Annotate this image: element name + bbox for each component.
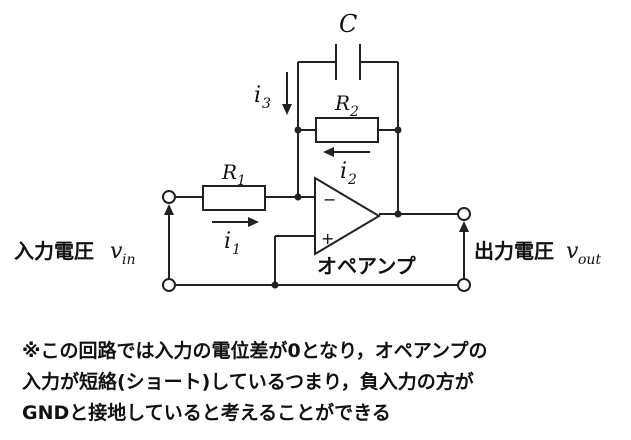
opamp-symbol: [314, 176, 381, 256]
label-c: C: [339, 10, 357, 38]
label-i1: i: [224, 229, 231, 254]
opamp-plus-sign: +: [321, 229, 334, 248]
vin-symbol: v: [110, 239, 123, 264]
output-terminal-bottom: [457, 278, 471, 292]
vout-arrow: [459, 221, 469, 279]
input-terminal-top: [162, 190, 176, 204]
label-i3: i: [254, 83, 261, 108]
vout-symbol-sub: out: [578, 252, 601, 268]
vin-arrow: [164, 204, 174, 279]
note-line-3: GNDと接地していると考えることができる: [22, 402, 391, 424]
vin-symbol-sub: in: [122, 252, 136, 268]
i3-arrow: [282, 72, 292, 115]
note-line-1: ※この回路では入力の電位差が0となり，オペアンプの: [22, 340, 488, 362]
junction-dots: [271, 126, 402, 289]
note-line-2: 入力が短絡(ショート)しているつまり，負入力の方が: [22, 371, 474, 393]
label-i2: i: [340, 159, 347, 184]
output-terminal-top: [457, 207, 471, 221]
label-i1-sub: 1: [232, 242, 241, 258]
label-i2-sub: 2: [347, 172, 357, 188]
opamp-label: オペアンプ: [317, 254, 417, 278]
vin-label-jp: 入力電圧: [14, 239, 94, 263]
input-terminal-bottom: [162, 278, 176, 292]
capacitor-c: [335, 44, 361, 80]
i2-arrow: [323, 147, 370, 157]
circuit-diagram: − + C R 1 R 2 i 1 i 2 i 3: [14, 10, 601, 292]
resistor-r2: [315, 117, 379, 143]
explanation-note: ※この回路では入力の電位差が0となり，オペアンプの 入力が短絡(ショート)してい…: [22, 336, 622, 429]
label-r1: R: [221, 160, 237, 184]
label-r2-sub: 2: [349, 104, 359, 120]
i1-arrow: [212, 217, 259, 227]
label-i3-sub: 3: [262, 96, 271, 112]
opamp-minus-sign: −: [323, 190, 336, 209]
label-r2: R: [334, 91, 350, 115]
vout-label-jp: 出力電圧: [474, 239, 554, 263]
resistor-r1: [202, 185, 266, 211]
label-r1-sub: 1: [237, 173, 246, 189]
vout-symbol: v: [566, 239, 579, 264]
